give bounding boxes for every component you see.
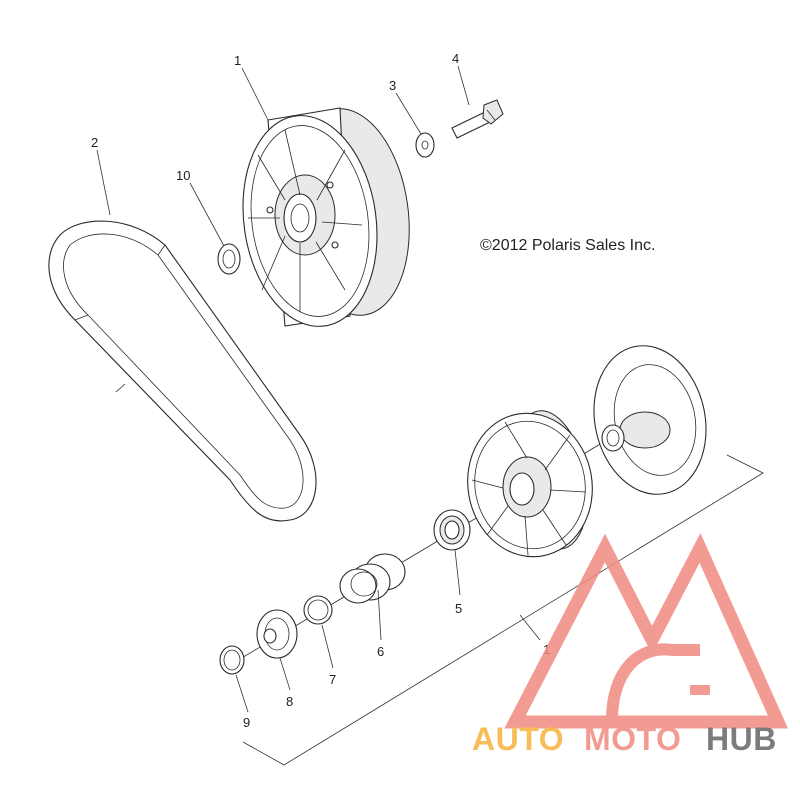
watermark-word-auto: AUTO	[472, 721, 564, 757]
washer-3	[415, 132, 435, 158]
callout-6: 6	[377, 644, 384, 659]
snap-ring-9	[219, 645, 245, 675]
moveable-sheave	[467, 410, 593, 558]
fixed-sheave	[593, 345, 707, 495]
callout-4: 4	[452, 51, 459, 66]
bolt-4	[451, 99, 504, 139]
copyright-notice: ©2012 Polaris Sales Inc.	[480, 237, 655, 254]
washer-10	[217, 243, 241, 275]
callout-8: 8	[286, 694, 293, 709]
triangle-m-logo-icon	[504, 533, 789, 729]
leader-lines	[96, 65, 541, 713]
secondary-clutch-sheave-top	[242, 107, 410, 327]
callout-3: 3	[389, 78, 396, 93]
ring-7	[303, 595, 333, 625]
washer-8	[256, 609, 298, 659]
callout-1-top: 1	[234, 53, 241, 68]
callout-2: 2	[91, 135, 98, 150]
drive-belt	[48, 220, 317, 522]
watermark-word-hub: HUB	[706, 721, 777, 757]
callout-5: 5	[455, 601, 462, 616]
spring-6	[339, 553, 406, 604]
callout-7: 7	[329, 672, 336, 687]
watermark-word-moto: MOTO	[584, 721, 681, 757]
seal-5	[433, 509, 471, 551]
watermark-logo: AUTO MOTO HUB	[472, 533, 789, 757]
callout-10: 10	[176, 168, 190, 183]
callout-9: 9	[243, 715, 250, 730]
